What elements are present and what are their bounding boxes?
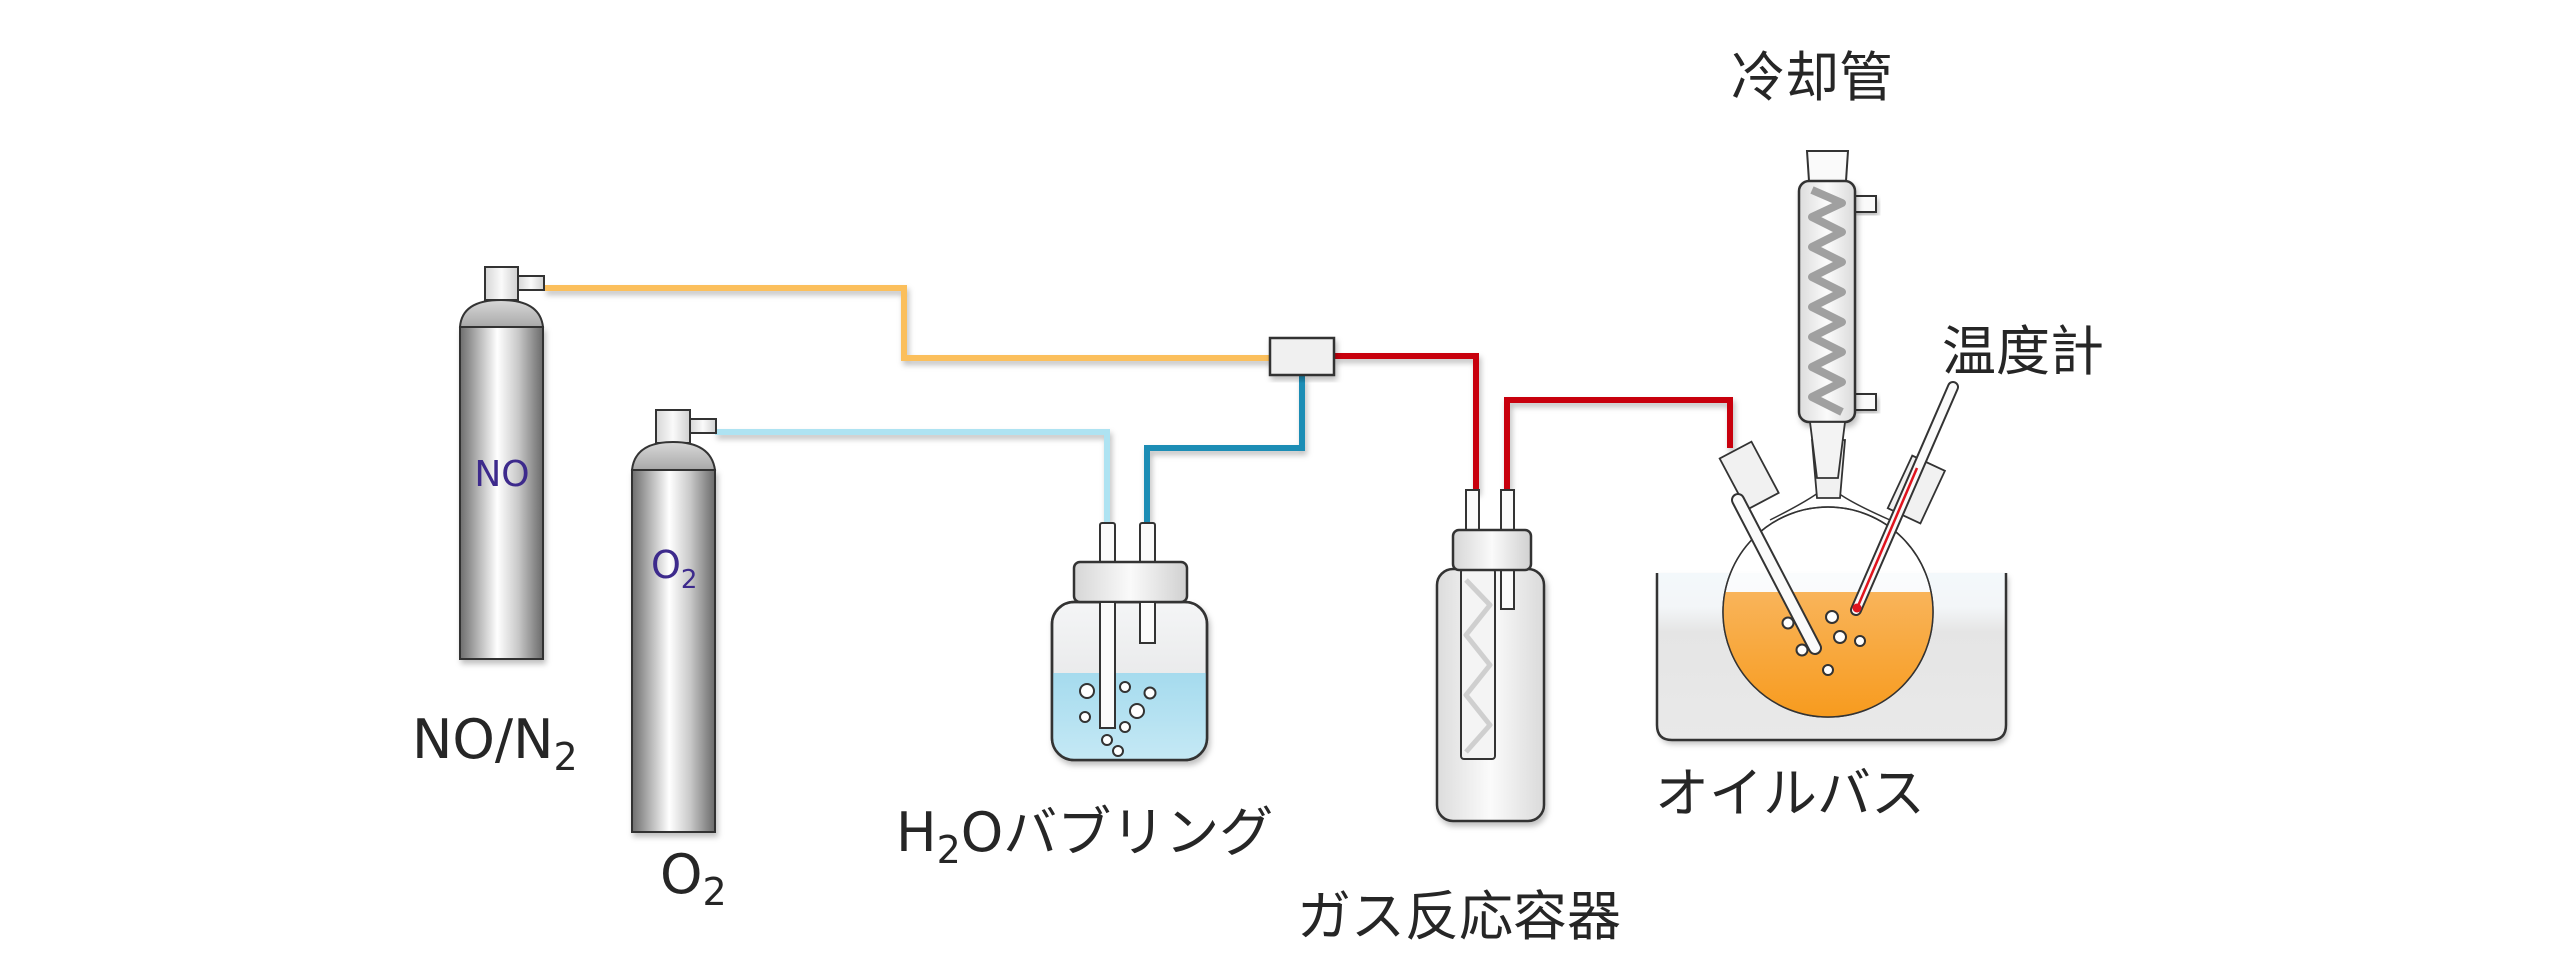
thermometer — [1850, 381, 1959, 616]
thermometer-label: 温度計 — [1942, 320, 2104, 383]
water-bubbler-label: H2Oバブリング — [896, 801, 1273, 872]
tubing — [544, 285, 1733, 525]
condenser-coil — [1808, 186, 1846, 416]
reactor-outlet-line — [1504, 397, 1733, 492]
humidified-gas-line — [1144, 376, 1305, 525]
water-bubbler — [1050, 522, 1209, 762]
o2-cylinder-label: O2 — [660, 843, 727, 914]
gas-reactor-label: ガス反応容器 — [1297, 885, 1621, 948]
reactor-spiral — [1463, 578, 1493, 754]
o2-gas-line — [715, 429, 1110, 525]
no-cylinder-inner-label: NO — [474, 454, 529, 495]
no-gas-line — [544, 285, 1272, 361]
gas-reactor — [1435, 489, 1546, 823]
bubbles — [1079, 681, 1157, 757]
mixing-joint — [1268, 336, 1336, 377]
o2-cylinder: O2 — [630, 409, 717, 833]
no-cylinder: NO — [458, 266, 545, 660]
o2-cylinder-inner-label: O2 — [651, 543, 697, 595]
three-neck-flask — [1718, 439, 1947, 718]
oil-bath-label: オイルバス — [1655, 762, 1925, 825]
mixed-gas-line — [1334, 353, 1479, 492]
bubbles — [1781, 610, 1866, 676]
condenser — [1797, 150, 1877, 479]
condenser-label: 冷却管 — [1731, 46, 1893, 109]
no-cylinder-label: NO/N2 — [412, 708, 578, 779]
